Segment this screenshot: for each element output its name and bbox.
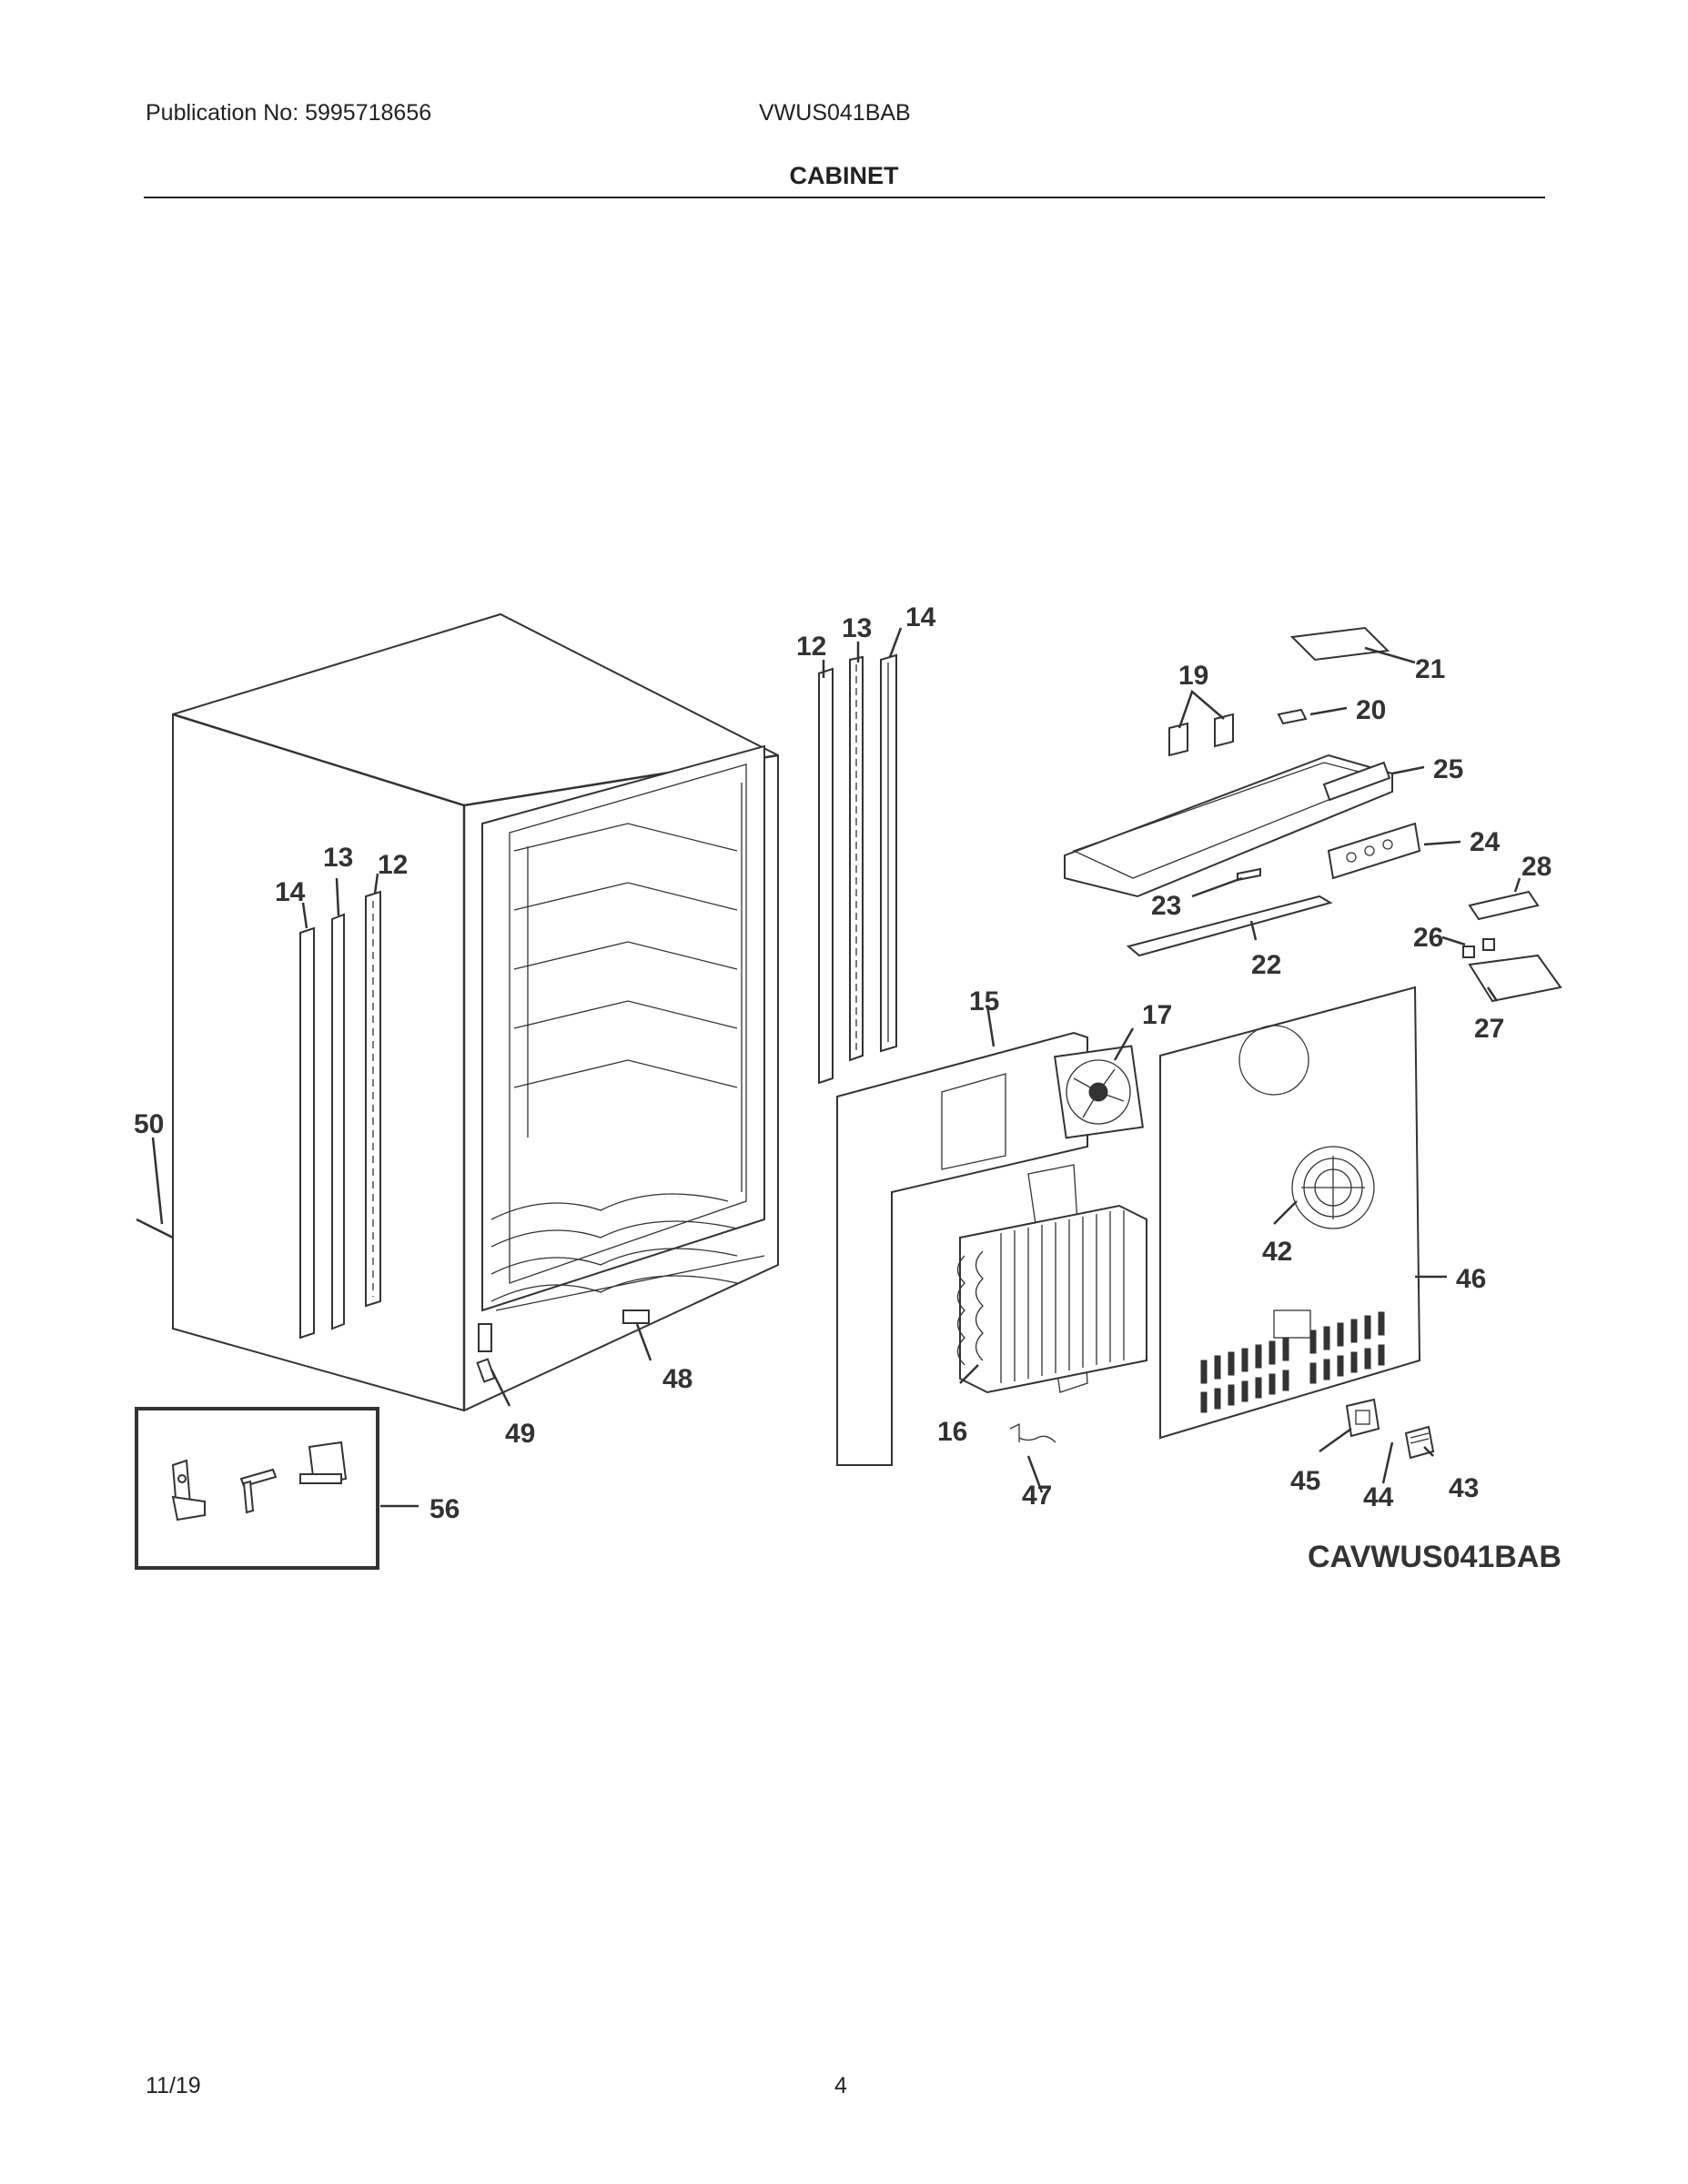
- revision-date: 11/19: [146, 2073, 201, 2098]
- callout-27: 27: [1474, 1014, 1504, 1044]
- callout-20: 20: [1356, 695, 1386, 725]
- callout-15: 15: [969, 986, 999, 1016]
- right-small-parts: [1462, 890, 1562, 1003]
- callout-26: 26: [1413, 923, 1443, 953]
- leader-lines: [151, 627, 1521, 1508]
- callout-24: 24: [1470, 827, 1501, 857]
- callout-17: 17: [1142, 1000, 1172, 1030]
- callout-56: 56: [430, 1494, 460, 1524]
- hinge-kit-box: [135, 1407, 379, 1570]
- callout-43: 43: [1449, 1473, 1479, 1503]
- callout-23: 23: [1151, 891, 1181, 921]
- callout-25: 25: [1433, 754, 1463, 784]
- rear-panel: [1159, 986, 1421, 1440]
- callout-13: 13: [842, 613, 872, 643]
- callout-22: 22: [1251, 950, 1281, 980]
- callout-19: 19: [1178, 661, 1208, 691]
- model-number: VWUS041BAB: [759, 100, 911, 126]
- callout-46: 46: [1456, 1264, 1486, 1294]
- callout-labels: 12 13 14 14 13 12 15 16 17 19 20 21 22 2…: [134, 602, 1562, 1574]
- left-gasket-strips: [299, 890, 381, 1340]
- publication-number: Publication No: 5995718656: [146, 100, 432, 126]
- fan-assembly: [1054, 1045, 1144, 1139]
- evaporator-coil: [956, 1204, 1147, 1394]
- small-brackets: [1168, 626, 1390, 757]
- callout-21: 21: [1415, 654, 1445, 684]
- callout-14: 14: [905, 602, 936, 632]
- page-number: 4: [834, 2073, 847, 2098]
- callout-48: 48: [662, 1364, 692, 1394]
- right-gasket-strips: [818, 653, 897, 1085]
- callout-28: 28: [1521, 852, 1552, 882]
- callout-45: 45: [1290, 1466, 1320, 1496]
- header-rule: [144, 197, 1545, 198]
- callout-14: 14: [275, 877, 306, 907]
- callout-49: 49: [505, 1419, 535, 1449]
- callout-50: 50: [134, 1109, 164, 1139]
- cabinet-body: [172, 612, 779, 1412]
- diagram-code: CAVWUS041BAB: [1308, 1540, 1562, 1574]
- callout-47: 47: [1022, 1481, 1052, 1511]
- callout-42: 42: [1262, 1237, 1292, 1267]
- callout-13: 13: [323, 843, 353, 873]
- control-housing: [1064, 753, 1421, 957]
- callout-12: 12: [378, 850, 408, 880]
- callout-44: 44: [1363, 1482, 1394, 1512]
- section-title: CABINET: [789, 162, 899, 189]
- callout-12: 12: [796, 632, 826, 662]
- callout-16: 16: [937, 1417, 967, 1447]
